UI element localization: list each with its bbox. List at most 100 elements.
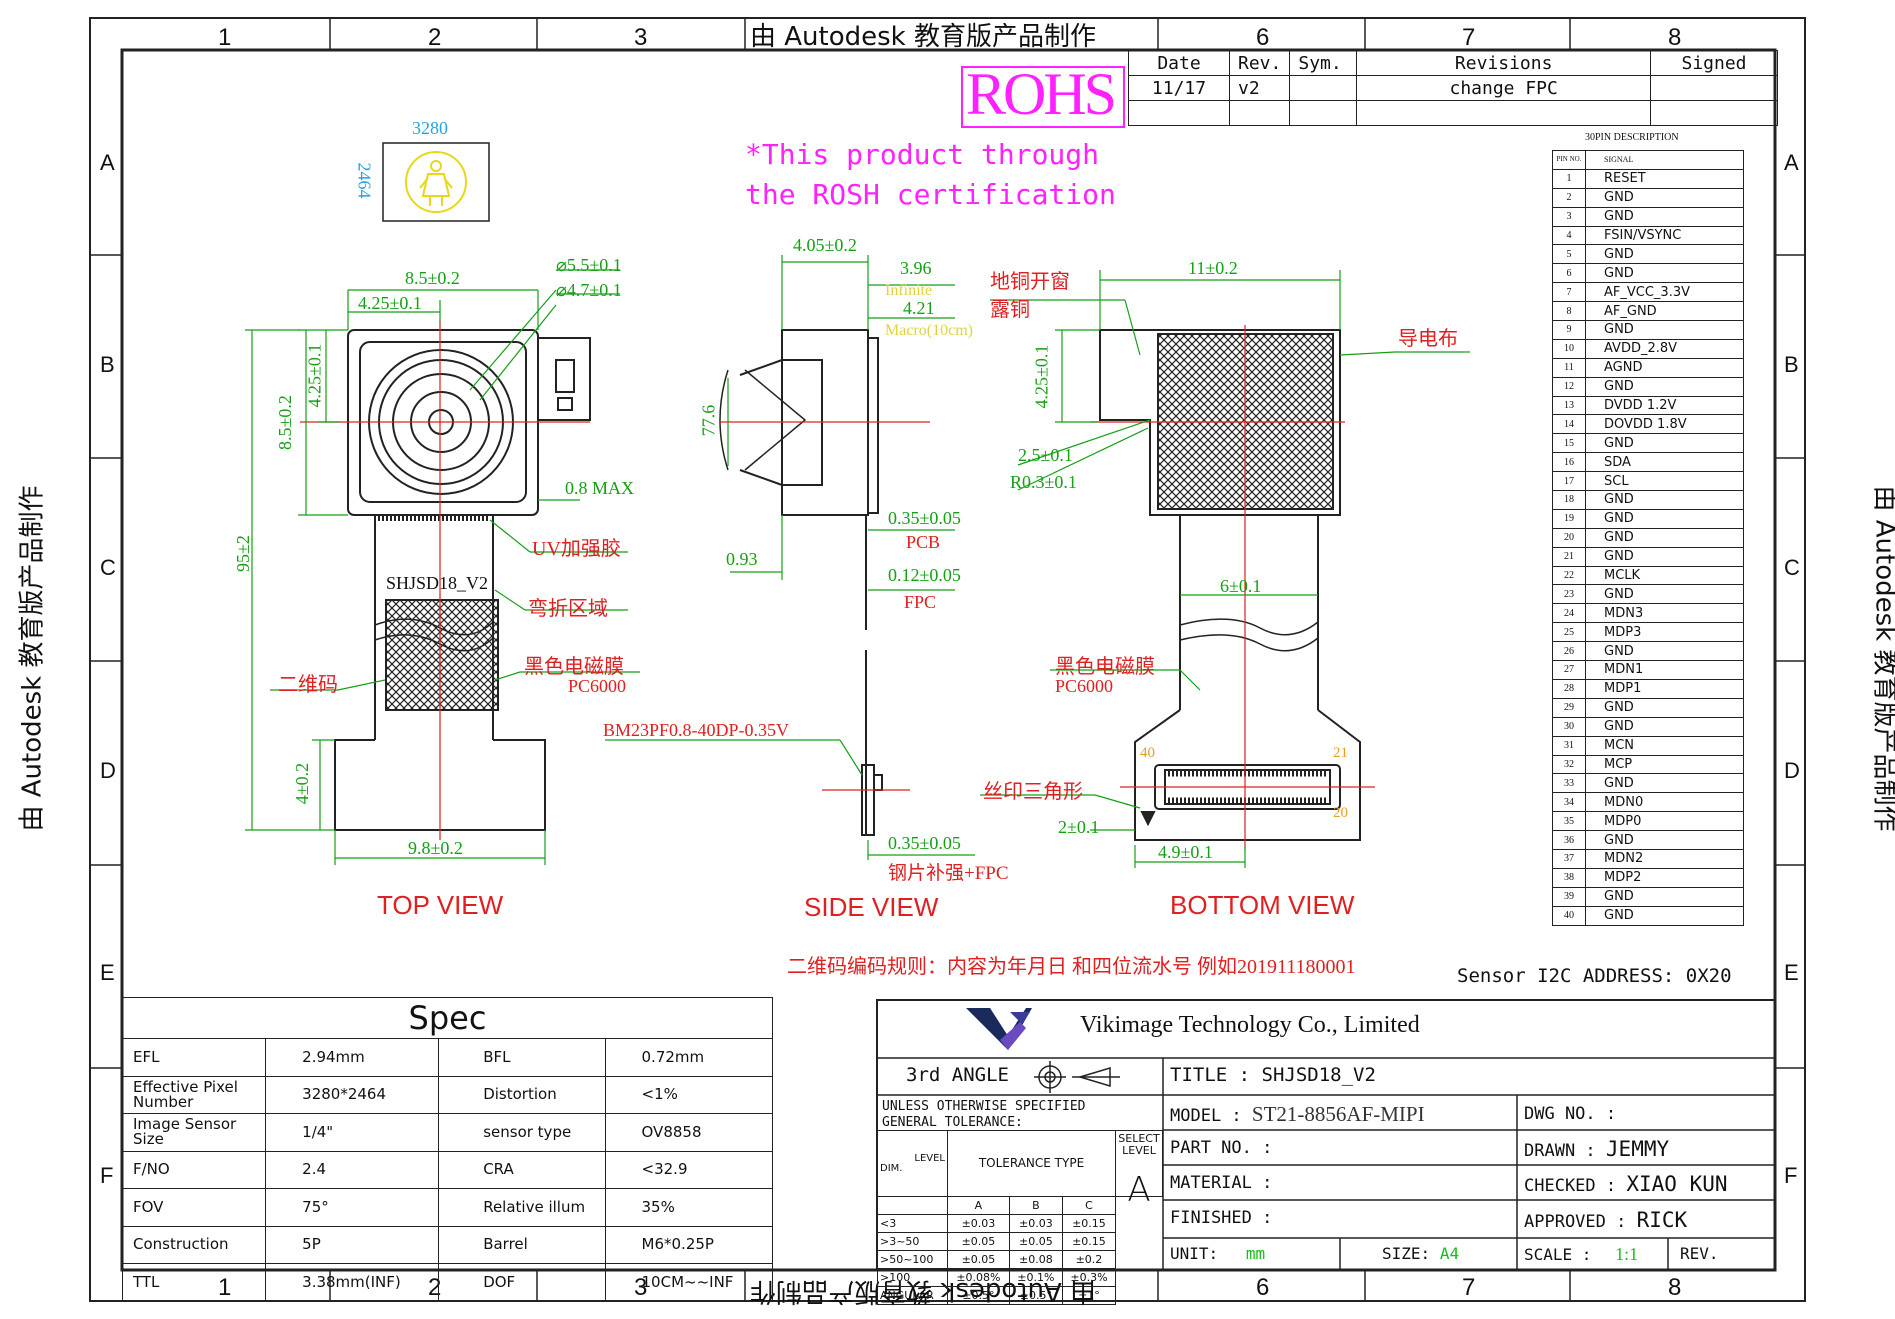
top-view-label: TOP VIEW (377, 890, 504, 920)
pin-number: 35 (1552, 811, 1586, 832)
spec-key: EFL (121, 1038, 267, 1077)
spec-key: FOV (121, 1188, 267, 1227)
pin-number: 2 (1552, 187, 1586, 208)
gen-tol-note: GENERAL TOLERANCE: (882, 1115, 1023, 1130)
model-lbl: MODEL : (1170, 1106, 1242, 1126)
grid-col-7: 7 (1462, 24, 1476, 51)
pin-signal: AGND (1585, 357, 1744, 378)
sv-connector: BM23PF0.8-40DP-0.35V (603, 720, 790, 740)
pin-signal: SCL (1585, 471, 1744, 492)
checked-value: XIAO KUN (1626, 1172, 1728, 1196)
pin-hdr-signal: SIGNAL (1585, 150, 1744, 170)
grid-row-D: D (100, 758, 116, 783)
rosh-note-line1: *This product through (745, 138, 1100, 171)
pin-number: 39 (1552, 886, 1586, 907)
pin-signal: GND (1585, 433, 1744, 454)
bv-dim-tri: 2±0.1 (1058, 817, 1100, 837)
select-level-value: A (1127, 1170, 1151, 1210)
pin-number: 18 (1552, 490, 1586, 510)
tol-row: <3±0.03±0.03±0.15 (877, 1214, 1163, 1233)
pin-number: 15 (1552, 433, 1586, 454)
bv-dim-a: 2.5±0.1 (1018, 445, 1073, 465)
pin-signal: GND (1585, 376, 1744, 397)
spec-value: <32.9 (604, 1150, 774, 1189)
model-value: ST21-8856AF-MIPI (1251, 1102, 1425, 1126)
spec-key: Effective Pixel Number (121, 1075, 267, 1114)
angle-label: 3rd ANGLE (906, 1064, 1009, 1086)
bv-dim-width: 11±0.2 (1188, 258, 1238, 278)
tol-row: ANGULAR±0.5°±0.5°±1° (877, 1286, 1163, 1305)
tol-level-lbl: LEVEL (914, 1152, 945, 1164)
side-view-drawing (739, 329, 883, 836)
side-view-fov (719, 369, 807, 471)
grid-row-C: C (1784, 555, 1800, 580)
pin-hdr-no: PIN NO. (1552, 150, 1586, 170)
bv-dim-r: R0.3±0.1 (1010, 472, 1077, 492)
pin-signal: GND (1585, 263, 1744, 284)
pin-number: 33 (1552, 773, 1586, 794)
tv-note-film-code: PC6000 (568, 676, 627, 696)
grid-col-1: 1 (218, 24, 232, 51)
revisions-table: Date Rev. Sym. Revisions Signed 11/17 v2… (1128, 50, 1778, 126)
unit-value: mm (1245, 1244, 1266, 1263)
grid-row-E: E (1784, 960, 1799, 985)
unit-row: UNIT: mm (1170, 1244, 1265, 1263)
pin-number: 26 (1552, 641, 1586, 662)
sv-dim-fpc: 0.12±0.05 (888, 565, 961, 585)
size-value: A4 (1439, 1244, 1460, 1263)
approved-value: RICK (1636, 1208, 1688, 1232)
tol-hdr-level: LEVEL DIM. (877, 1130, 948, 1197)
pin-signal: SDA (1585, 452, 1744, 473)
tol-dim: >3~50 (877, 1232, 948, 1251)
unless-note: UNLESS OTHERWISE SPECIFIED (882, 1099, 1086, 1114)
spec-key: Construction (121, 1225, 267, 1264)
pin-signal: GND (1585, 886, 1744, 907)
pin-number: 40 (1552, 905, 1586, 926)
spec-value: OV8858 (604, 1113, 774, 1152)
grid-row-B: B (1784, 352, 1799, 377)
pin-signal: MCLK (1585, 565, 1744, 586)
i2c-address: Sensor I2C ADDRESS: 0X20 (1457, 965, 1732, 987)
pin-signal: GND (1585, 187, 1744, 208)
spec-value: 0.72mm (604, 1038, 774, 1077)
part-no-lbl: PART NO. : (1170, 1138, 1273, 1158)
approved-lbl: APPROVED : (1524, 1212, 1627, 1232)
pin-signal: GND (1585, 716, 1744, 737)
pin-number: 23 (1552, 584, 1586, 605)
pin-signal: MDP0 (1585, 811, 1744, 832)
spec-key: Relative illum (438, 1188, 606, 1227)
spec-key: Image Sensor Size (121, 1113, 267, 1152)
pin-number: 9 (1552, 320, 1586, 340)
title-block-frame (876, 999, 1776, 1271)
tol-dim: ANGULAR (877, 1286, 948, 1305)
bv-note-film-code: PC6000 (1055, 676, 1114, 696)
sv-dim-x: 0.93 (726, 549, 758, 569)
grid-row-A: A (1784, 150, 1799, 175)
top-view-dimlines (245, 269, 620, 865)
spec-value: 75° (265, 1188, 440, 1227)
rev-lbl: REV. (1680, 1244, 1719, 1263)
